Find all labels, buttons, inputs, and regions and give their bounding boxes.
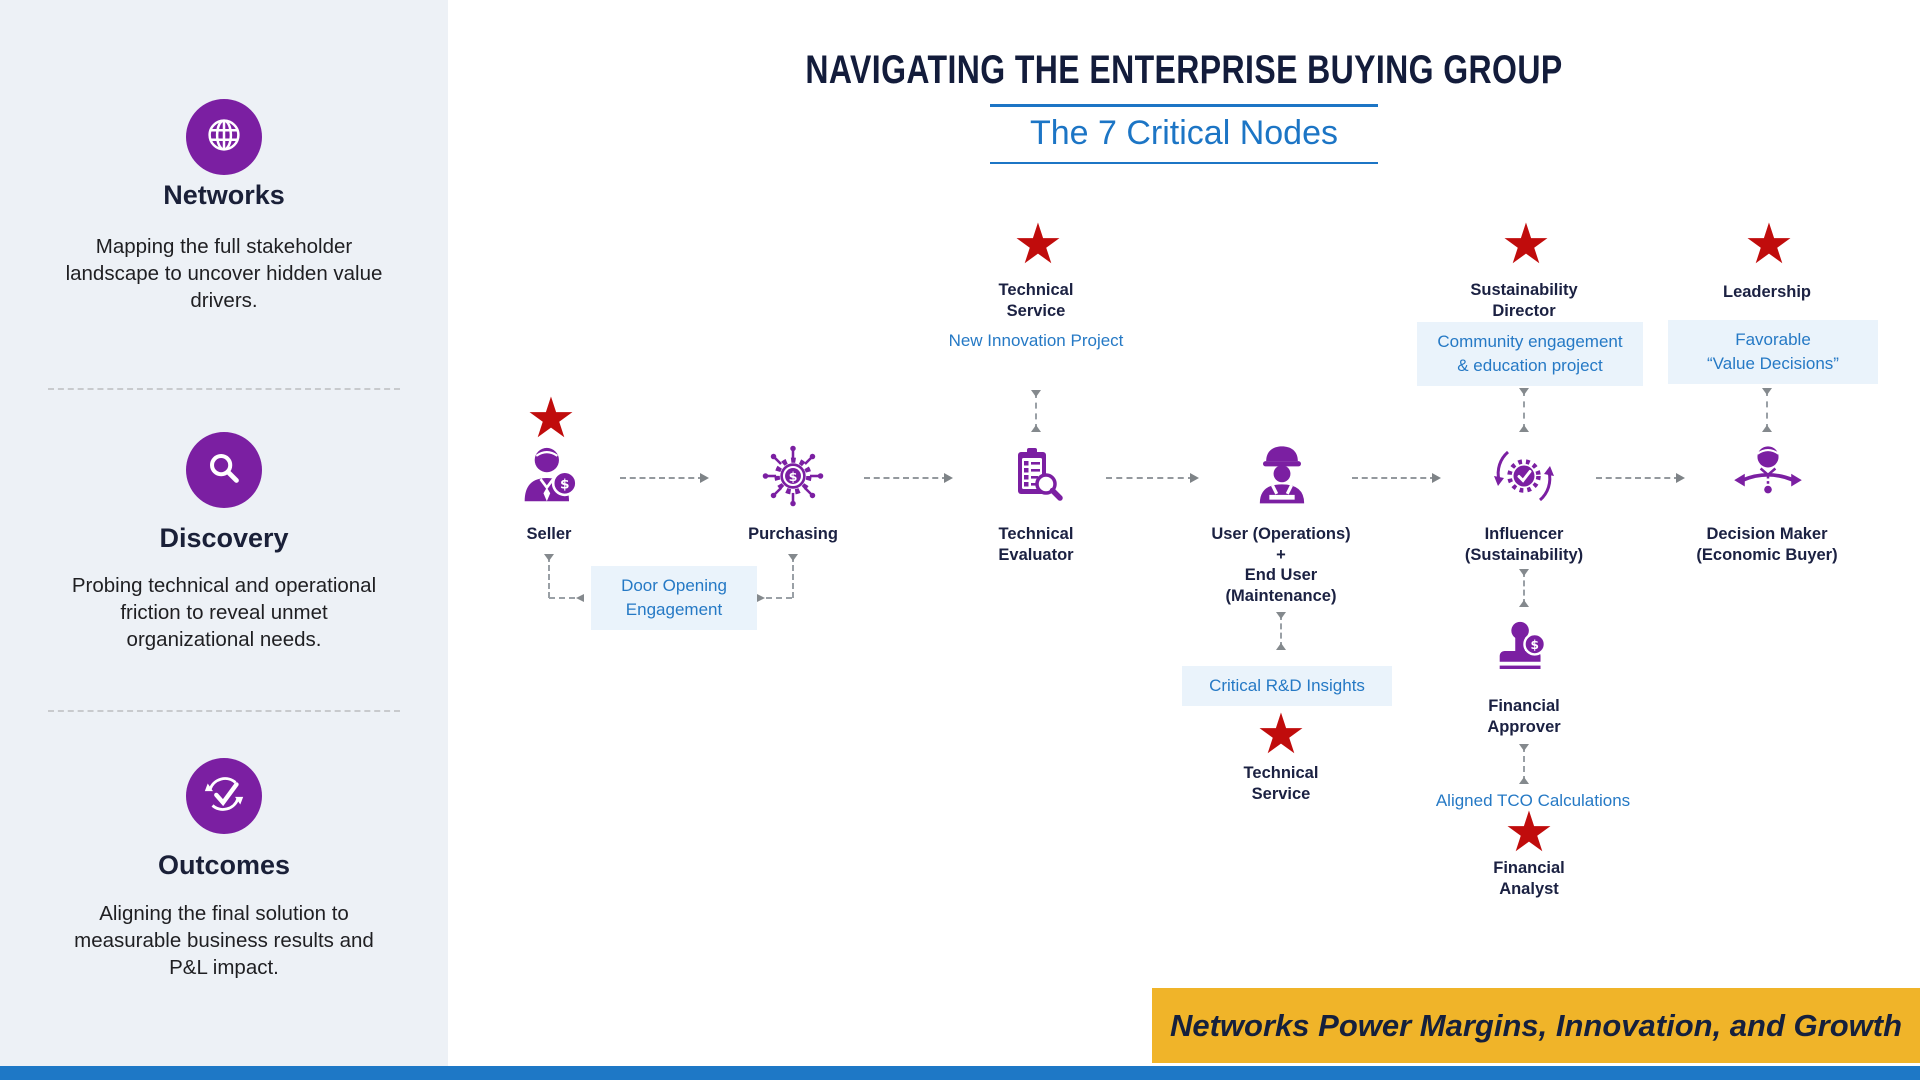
footer-banner: Networks Power Margins, Innovation, and … <box>1152 988 1920 1063</box>
star-icon: ★ <box>1500 212 1552 275</box>
cycle-check-icon <box>201 771 247 822</box>
discovery-icon-circle <box>186 432 262 508</box>
node-financial-approver: Financial Approver <box>1487 697 1561 736</box>
node-decision-maker: Decision Maker (Economic Buyer) <box>1696 525 1838 564</box>
sidebar-body-discovery: Probing technical and operational fricti… <box>71 574 377 652</box>
page-subtitle: The 7 Critical Nodes <box>990 104 1378 164</box>
networks-icon-circle <box>186 99 262 175</box>
node-leadership: Leadership <box>1722 283 1812 301</box>
stamp-icon: $ <box>1489 616 1559 691</box>
flow-arrow <box>620 473 709 483</box>
dashed-connector <box>1519 388 1529 432</box>
flow-arrow <box>1106 473 1199 483</box>
node-purchasing: Purchasing <box>748 525 838 543</box>
decision-arrows-icon <box>1730 440 1806 521</box>
dashed-connector <box>1276 612 1286 650</box>
svg-text:$: $ <box>1530 638 1538 652</box>
search-icon <box>201 445 247 496</box>
sidebar: Networks Mapping the full stakeholder la… <box>0 0 448 1066</box>
sidebar-divider <box>48 388 400 390</box>
sidebar-body-outcomes: Aligning the final solution to measurabl… <box>74 902 374 980</box>
sidebar-heading-discovery: Discovery <box>159 523 289 553</box>
node-influencer: Influencer (Sustainability) <box>1464 525 1584 564</box>
dashed-connector <box>1519 744 1529 784</box>
flow-arrow <box>1352 473 1441 483</box>
dashed-connector <box>544 554 554 598</box>
star-icon: ★ <box>1012 212 1064 275</box>
sidebar-heading-outcomes: Outcomes <box>157 850 291 880</box>
dashed-connector <box>788 554 798 598</box>
flow-arrow <box>1596 473 1685 483</box>
annotation-door-opening-engagement: Door Opening Engagement <box>591 566 757 630</box>
svg-text:$: $ <box>560 477 570 493</box>
bottom-accent-bar <box>0 1066 1920 1080</box>
globe-icon <box>201 112 247 163</box>
annotation-favorable-value-decisions: Favorable “Value Decisions” <box>1668 320 1878 384</box>
annotation-new-innovation-project: New Innovation Project <box>948 331 1124 350</box>
annotation-aligned-tco-calculations: Aligned TCO Calculations <box>1435 791 1631 810</box>
annotation-community-engagement: Community engagement & education project <box>1417 322 1643 386</box>
star-icon: ★ <box>525 386 577 449</box>
annotation-critical-rd-insights: Critical R&D Insights <box>1182 666 1392 706</box>
dashed-connector <box>549 594 584 602</box>
clipboard-search-icon <box>1000 440 1072 517</box>
node-seller: Seller <box>526 525 572 543</box>
star-icon: ★ <box>1503 800 1555 863</box>
sidebar-heading-networks: Networks <box>163 180 285 210</box>
star-icon: ★ <box>1255 702 1307 765</box>
svg-text:$: $ <box>789 469 798 484</box>
node-user-operations: User (Operations) + End User (Maintenanc… <box>1211 525 1351 605</box>
dashed-connector <box>1031 390 1041 432</box>
dashed-connector <box>1762 388 1772 432</box>
node-technical-service-top: Technical Service <box>998 281 1074 320</box>
page-title: NAVIGATING THE ENTERPRISE BUYING GROUP <box>805 48 1563 92</box>
dashed-connector <box>757 594 792 602</box>
purchasing-icon: $ <box>757 440 829 517</box>
node-technical-service-bottom: Technical Service <box>1243 764 1319 803</box>
worker-icon <box>1244 440 1320 521</box>
sidebar-body-networks: Mapping the full stakeholder landscape t… <box>65 235 383 313</box>
sidebar-divider <box>48 710 400 712</box>
node-sustainability-director: Sustainability Director <box>1470 281 1578 320</box>
outcomes-icon-circle <box>186 758 262 834</box>
flow-arrow <box>864 473 953 483</box>
star-icon: ★ <box>1743 212 1795 275</box>
node-financial-analyst: Financial Analyst <box>1493 859 1565 898</box>
node-technical-evaluator: Technical Evaluator <box>998 525 1074 564</box>
sustainability-gear-icon <box>1488 440 1560 517</box>
dashed-connector <box>1519 569 1529 607</box>
seller-icon: $ <box>512 440 588 521</box>
